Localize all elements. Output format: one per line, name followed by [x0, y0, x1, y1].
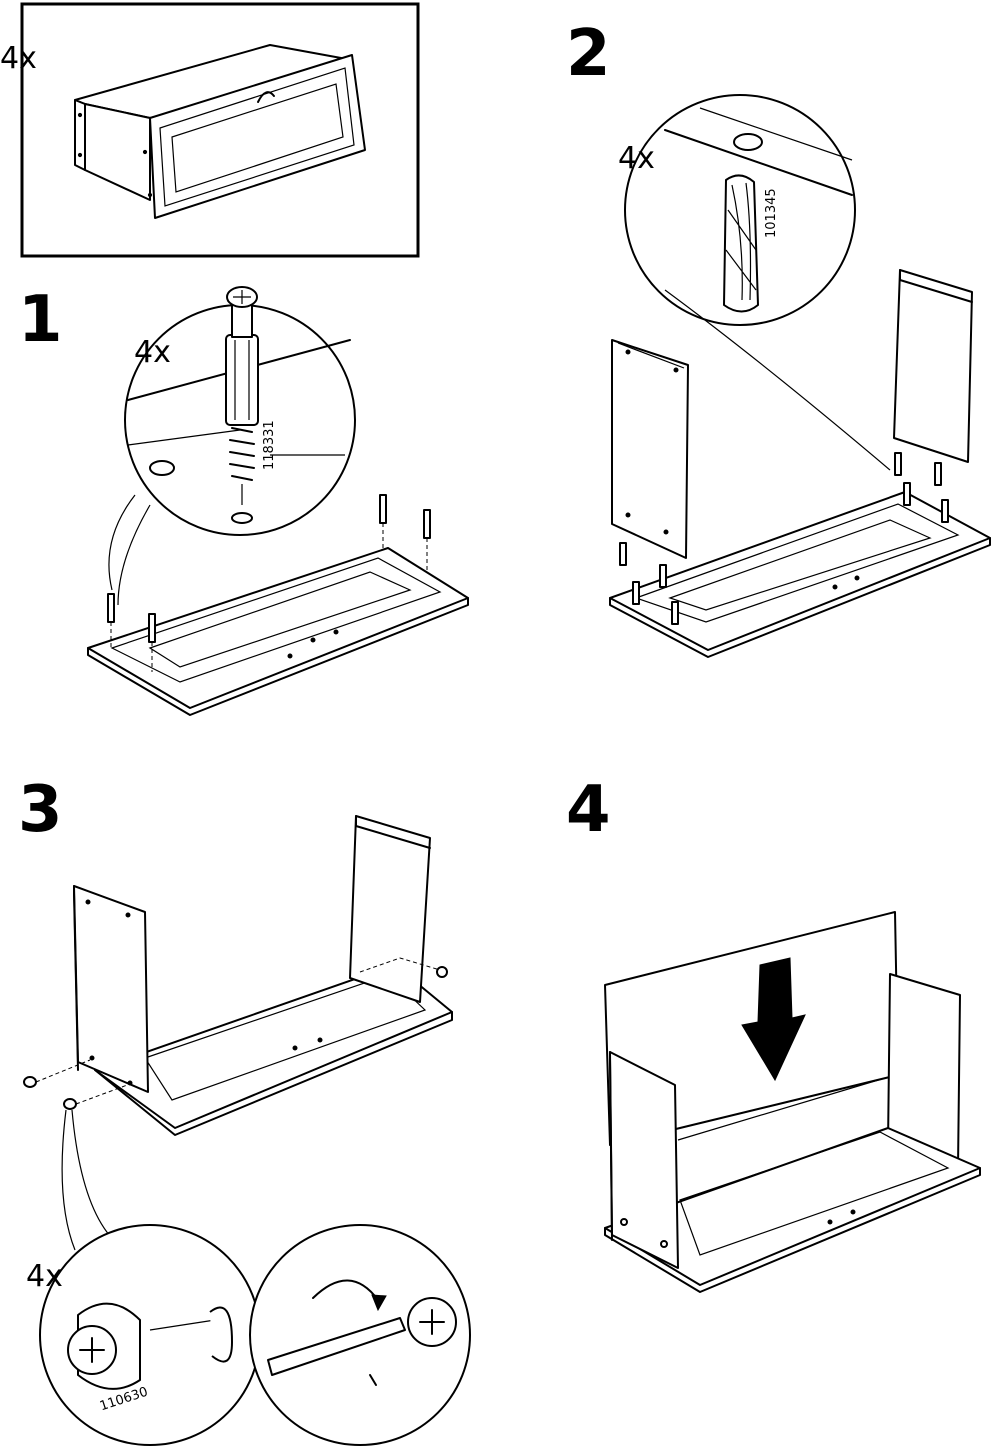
drawer-overview-illustration	[22, 4, 418, 256]
step-2-quantity: 4x	[618, 144, 655, 174]
step-4-number: 4	[566, 778, 611, 842]
step-2-illustration	[610, 95, 990, 657]
step-2-number: 2	[566, 22, 611, 86]
step-2-part-number: 101345	[764, 188, 779, 238]
step-3-illustration	[24, 816, 470, 1445]
step-1-number: 1	[18, 288, 63, 352]
step-1-quantity: 4x	[134, 338, 171, 368]
step-1-part-number: 118331	[262, 420, 277, 470]
step-3-number: 3	[18, 778, 63, 842]
step-3-quantity: 4x	[26, 1262, 63, 1292]
header-quantity-label: 4x	[0, 44, 37, 74]
step-4-illustration	[605, 912, 980, 1292]
